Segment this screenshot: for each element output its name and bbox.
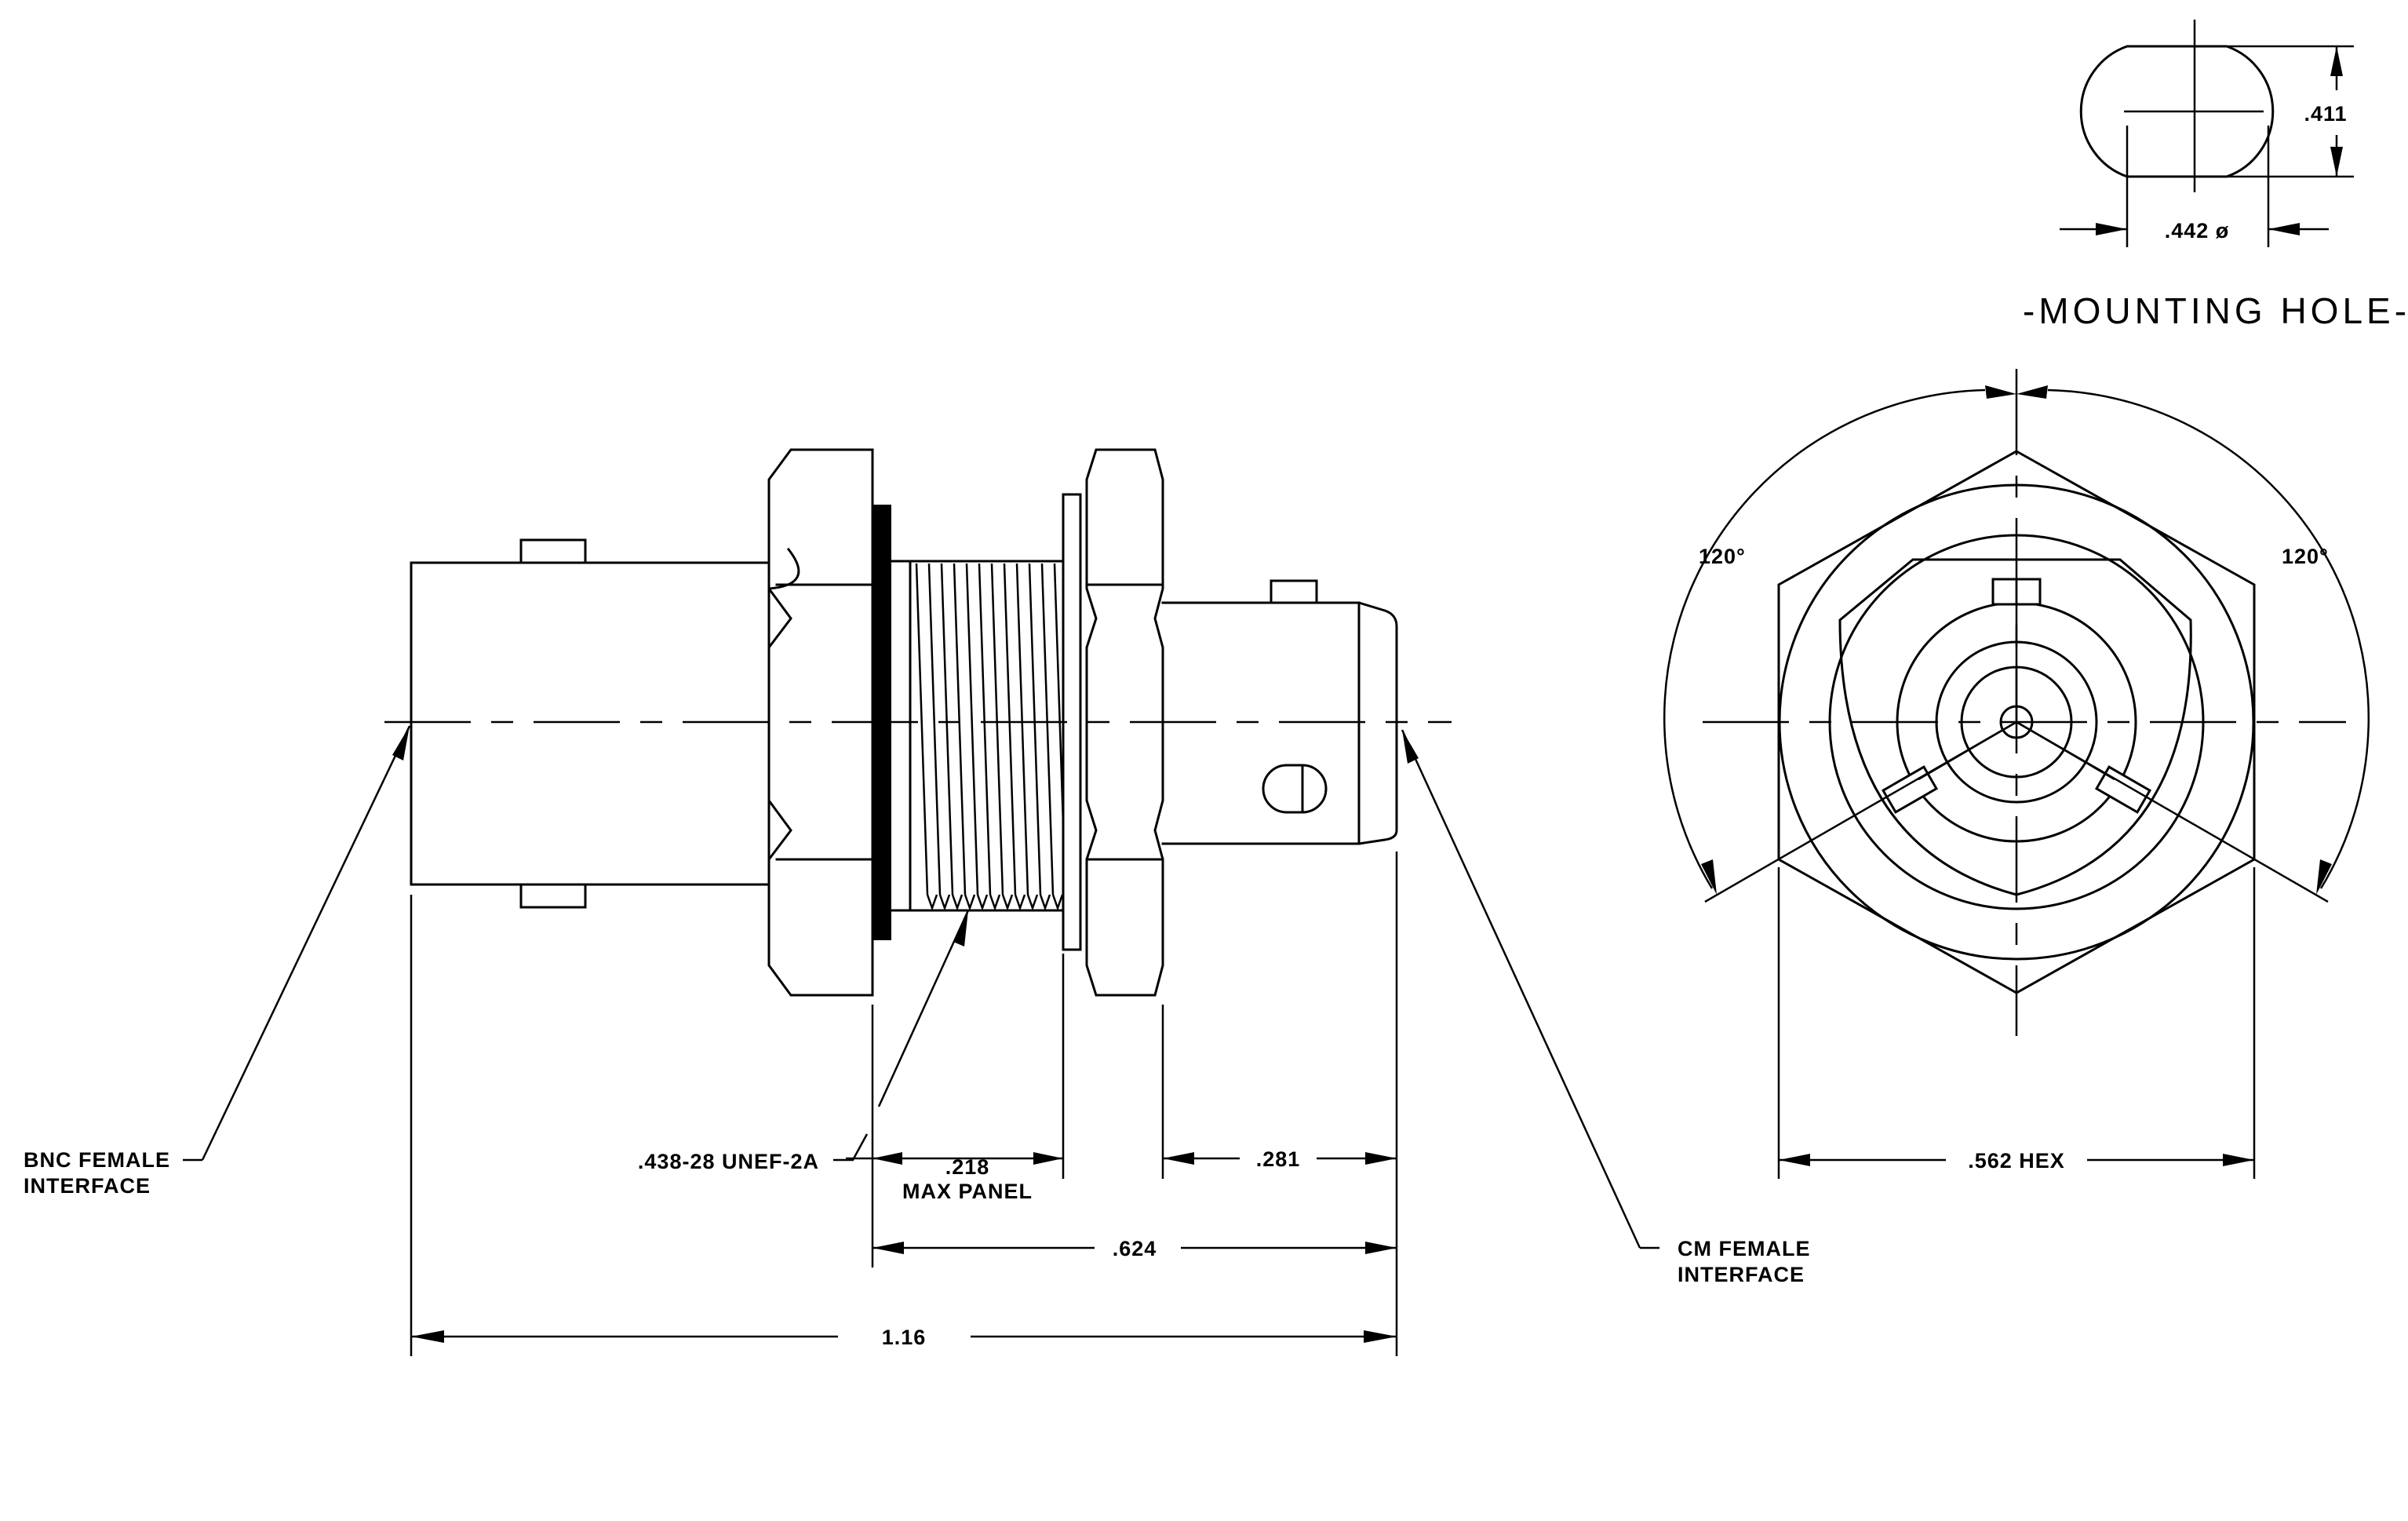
bnc-body	[410, 561, 770, 886]
thread-line	[1015, 563, 1029, 895]
bnc-label-line2: INTERFACE	[24, 1174, 151, 1198]
hole-flat-text: .411	[2304, 102, 2347, 126]
thread-line	[978, 563, 992, 895]
front-coupling	[1838, 558, 2192, 896]
thread-line	[1003, 563, 1017, 895]
thread-tooth	[976, 894, 989, 911]
thread-line	[915, 563, 929, 895]
thread-line	[1040, 563, 1055, 895]
cm-side-pin	[1262, 764, 1328, 814]
thread-line	[965, 563, 979, 895]
bnc-bayonet-pin-top	[519, 538, 587, 564]
dim-hex-text: .562 HEX	[1968, 1149, 2065, 1173]
thread-tooth	[938, 894, 951, 911]
thread-tooth	[1039, 894, 1051, 911]
threaded-section	[890, 560, 1067, 912]
thread-tooth	[1026, 894, 1039, 911]
dim-116-text: 1.16	[882, 1326, 927, 1349]
thread-line	[927, 563, 942, 895]
callouts: BNC FEMALE INTERFACE .438-28 UNEF-2A CM …	[24, 725, 1810, 1286]
thread-line	[1028, 563, 1042, 895]
thread-tooth	[1014, 894, 1026, 911]
mounting-hole-title: -MOUNTING HOLE-	[2023, 290, 2408, 331]
cm-pin-top	[1270, 579, 1318, 604]
hole-dia-text: .442 ø	[2165, 219, 2230, 243]
cm-label-line2: INTERFACE	[1678, 1263, 1805, 1286]
side-dimensions: .281 .624 1.16 .218 MAX PANEL	[410, 852, 1398, 1356]
thread-tooth	[951, 894, 964, 911]
angle-left-text: 120°	[1699, 545, 1746, 568]
thread-line	[940, 563, 954, 895]
cm-label-line1: CM FEMALE	[1678, 1237, 1810, 1260]
bnc-bayonet-pin-bottom	[519, 883, 587, 909]
thread-tooth	[926, 894, 938, 911]
angle-right-text: 120°	[2282, 545, 2329, 568]
dim-281-text: .281	[1256, 1147, 1301, 1171]
thread-line	[953, 563, 967, 895]
bnc-label-line1: BNC FEMALE	[24, 1148, 170, 1172]
front-view: 120° 120° .562 HEX	[1663, 369, 2370, 1179]
angle-arc-left	[1663, 388, 1986, 889]
max-panel-text: MAX PANEL	[902, 1180, 1033, 1203]
dim-624-text: .624	[1113, 1237, 1157, 1260]
dim-218-text: .218	[945, 1155, 990, 1179]
thread-label: .438-28 UNEF-2A	[638, 1150, 819, 1173]
thread-tooth	[1001, 894, 1014, 911]
mounting-hole: .411 .442 ø -MOUNTING HOLE-	[2023, 20, 2408, 331]
thread-tooth	[1051, 894, 1064, 911]
angle-arc-right	[2047, 388, 2370, 889]
side-view	[384, 448, 1452, 997]
thread-tooth	[964, 894, 976, 911]
thread-tooth	[989, 894, 1001, 911]
cm-body	[1161, 601, 1398, 845]
thread-line	[990, 563, 1004, 895]
